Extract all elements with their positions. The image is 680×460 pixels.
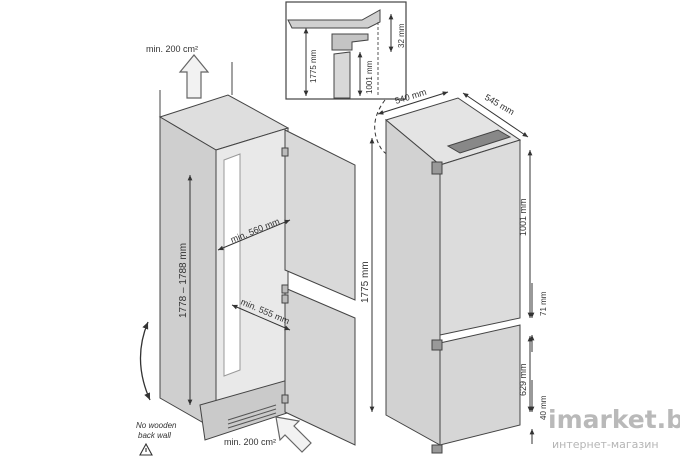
vent-bottom-label: min. 200 cm² [224, 437, 276, 447]
vent-up-arrow [178, 54, 210, 99]
back-wall-note-line1: No wooden [136, 421, 177, 430]
right-dimension-chain [527, 150, 535, 444]
detail-inset [285, 1, 407, 100]
cabinet-height-label: 1778 – 1788 mm [178, 243, 189, 318]
watermark-brand: imarket.by [548, 405, 680, 434]
width-bottom-dimension [231, 304, 291, 331]
appliance-depth-label: 545 mm [483, 92, 516, 117]
vent-top-label: min. 200 cm² [146, 44, 198, 54]
plinth-vent-grille [227, 404, 277, 429]
appliance-width-dimension [377, 91, 449, 115]
rotate-arrow [139, 321, 151, 401]
upper-section-label: 1001 mm [518, 198, 528, 236]
detail-upper-label: 1001 mm [365, 60, 374, 94]
appliance-drawing [384, 97, 522, 454]
width-top-dimension [217, 219, 291, 251]
detail-connector [374, 99, 433, 171]
back-wall-note-line2: back wall [138, 431, 171, 440]
detail-gap-label: 32 mm [397, 23, 406, 48]
appliance-depth-dimension [462, 92, 529, 138]
plinth-label: 40 mm [539, 395, 548, 420]
vent-in-arrow [275, 416, 312, 453]
gap-label: 71 mm [539, 291, 548, 316]
detail-height-label: 1775 mm [309, 49, 318, 83]
watermark-tagline: интернет-магазин [552, 438, 659, 451]
appliance-height-label: 1775 mm [360, 261, 371, 303]
warning-icon [139, 442, 153, 456]
lower-section-label: 629 mm [518, 363, 528, 396]
cabinet-drawing [158, 62, 356, 446]
